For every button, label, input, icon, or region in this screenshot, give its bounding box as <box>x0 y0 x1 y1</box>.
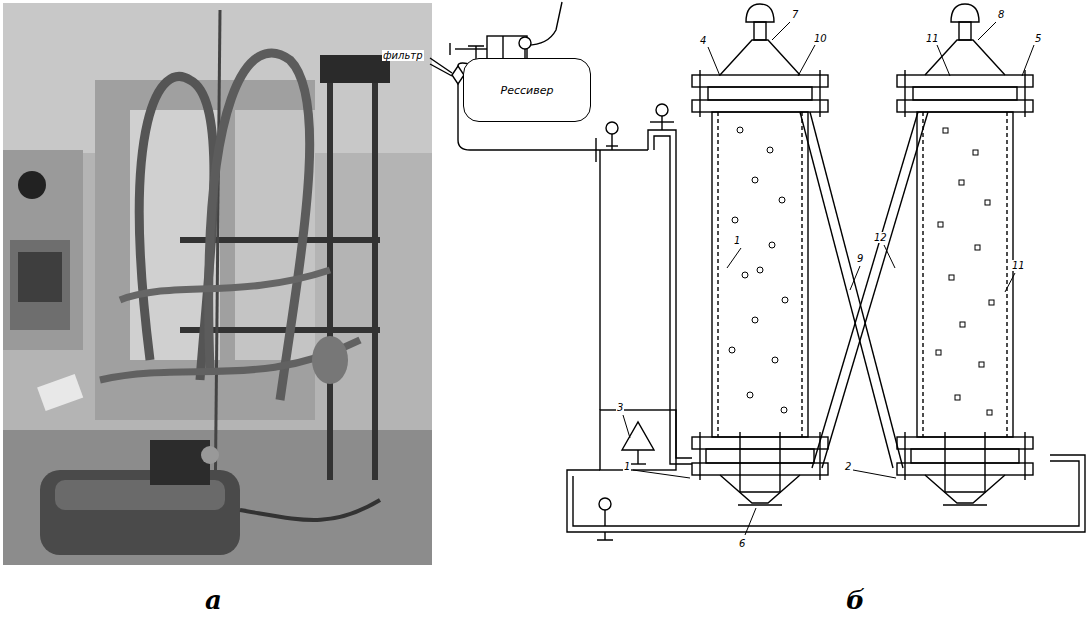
callout-number: 12 <box>873 232 888 243</box>
scheme <box>430 2 1085 540</box>
lab-photo <box>3 3 432 565</box>
callout-number: 7 <box>791 9 799 20</box>
part-name: фильтр <box>382 50 424 61</box>
tank-label: Рессивер <box>501 84 554 97</box>
callout-number: 8 <box>997 9 1005 20</box>
callout-number: 2 <box>844 461 852 472</box>
callout-number: 1 <box>623 461 631 472</box>
callout-number: 10 <box>813 33 828 44</box>
callout-number: 5 <box>1034 33 1042 44</box>
callout-number: 9 <box>856 253 864 264</box>
callout-number: 11 <box>925 33 940 44</box>
receiver-tank: Рессивер <box>463 58 591 122</box>
callout-number: 4 <box>699 35 707 46</box>
callout-number: 11 <box>1011 260 1026 271</box>
callout-number: 3 <box>616 402 624 413</box>
callout-number: 6 <box>738 538 746 549</box>
panel-letter: а <box>204 586 223 615</box>
callout-number: 1 <box>733 235 741 246</box>
panel-letter: б <box>845 586 866 615</box>
